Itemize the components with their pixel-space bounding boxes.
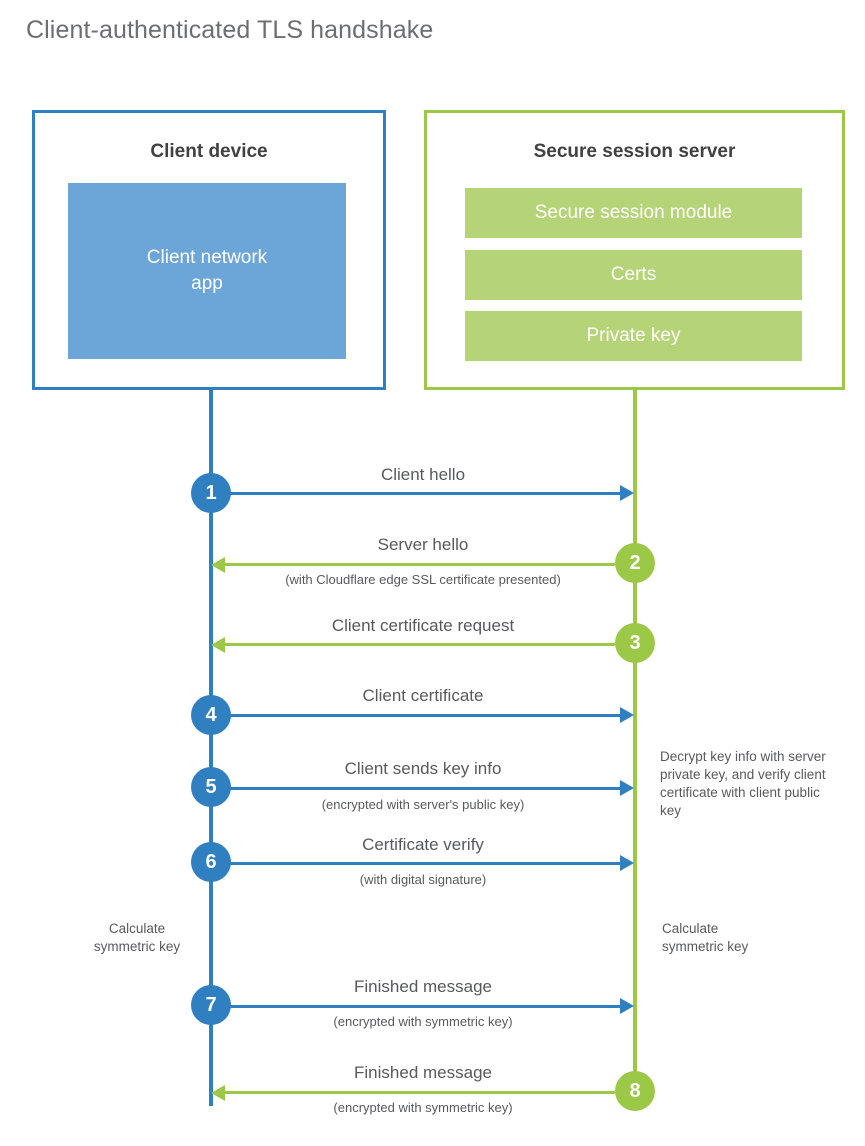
step-8-arrow-line xyxy=(225,1091,615,1094)
step-5-arrow-line xyxy=(229,787,621,790)
server-bar-secure-session-module: Secure session module xyxy=(465,188,802,238)
step-6-marker: 6 xyxy=(191,842,231,882)
step-4-arrow-head-icon xyxy=(620,707,634,723)
server-lifeline xyxy=(633,389,637,1106)
step-3-label: Client certificate request xyxy=(331,616,515,635)
step-7-marker: 7 xyxy=(191,985,231,1025)
step-8-sublabel: (encrypted with symmetric key) xyxy=(333,1100,513,1115)
step-6-label: Certificate verify xyxy=(362,835,484,854)
client-device-box: Client device Client network app xyxy=(32,110,386,390)
step-8-label: Finished message xyxy=(354,1063,492,1082)
step-6-sublabel: (with digital signature) xyxy=(359,872,487,887)
page-title: Client-authenticated TLS handshake xyxy=(26,16,434,44)
client-lifeline xyxy=(209,389,213,1106)
step-1-arrow-head-icon xyxy=(620,485,634,501)
server-calculate-symmetric-key-note: Calculate symmetric key xyxy=(662,921,749,954)
secure-session-server-title: Secure session server xyxy=(533,141,736,162)
server-bar-certs: Certs xyxy=(465,250,802,300)
step-1-arrow-line xyxy=(229,492,621,495)
secure-session-server-box: Secure session server Secure session mod… xyxy=(424,110,845,390)
step-3-arrow-line xyxy=(225,643,615,646)
step-2-sublabel: (with Cloudflare edge SSL certificate pr… xyxy=(285,572,561,587)
step-2-arrow-head-icon xyxy=(211,557,225,573)
step-8-marker: 8 xyxy=(615,1071,655,1111)
step-7-label: Finished message xyxy=(354,977,492,996)
step-6-arrow-line xyxy=(229,862,621,865)
step-1-marker: 1 xyxy=(191,473,231,513)
step-4-label: Client certificate xyxy=(362,686,484,705)
step-3-arrow-head-icon xyxy=(211,637,225,653)
client-calculate-symmetric-key-note: Calculate symmetric key xyxy=(93,921,181,954)
step-2-marker: 2 xyxy=(615,543,655,583)
step-3-marker: 3 xyxy=(615,623,655,663)
server-bar-private-key: Private key xyxy=(465,311,802,361)
step-5-marker: 5 xyxy=(191,767,231,807)
client-network-app-block: Client network app xyxy=(68,183,346,359)
client-device-title: Client device xyxy=(150,141,268,162)
step-4-arrow-line xyxy=(229,714,621,717)
step-2-label: Server hello xyxy=(377,535,469,554)
step-7-arrow-head-icon xyxy=(620,998,634,1014)
step-5-arrow-head-icon xyxy=(620,780,634,796)
step-7-arrow-line xyxy=(229,1005,621,1008)
step-5-label: Client sends key info xyxy=(344,759,502,778)
step-7-sublabel: (encrypted with symmetric key) xyxy=(333,1014,513,1029)
step-8-arrow-head-icon xyxy=(211,1085,225,1101)
server-decrypt-note: Decrypt key info with server private key… xyxy=(660,749,826,818)
step-1-label: Client hello xyxy=(380,465,466,484)
step-6-arrow-head-icon xyxy=(620,855,634,871)
step-2-arrow-line xyxy=(225,563,615,566)
step-5-sublabel: (encrypted with server's public key) xyxy=(321,797,525,812)
step-4-marker: 4 xyxy=(191,695,231,735)
